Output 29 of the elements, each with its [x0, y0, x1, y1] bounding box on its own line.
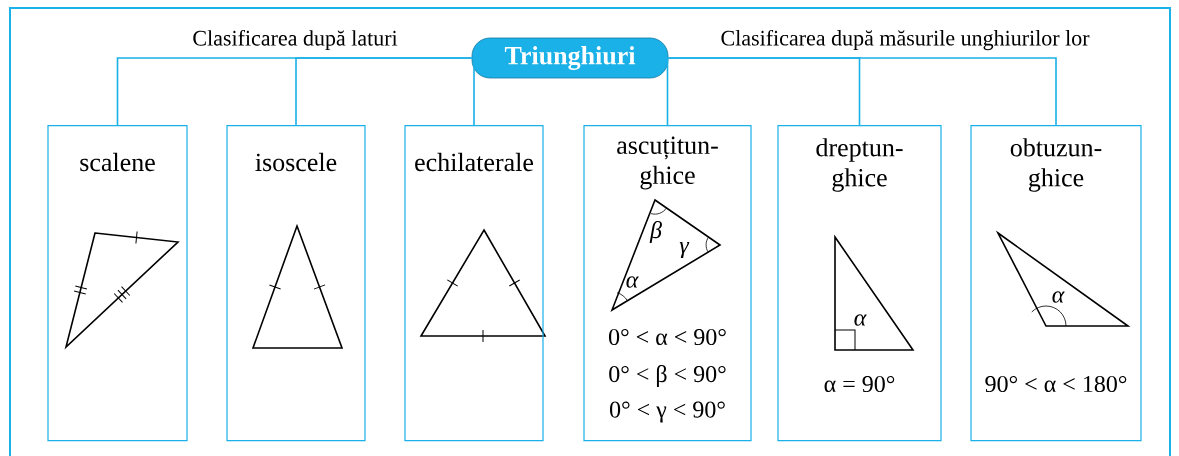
box-title: scalene: [80, 152, 155, 172]
category-box: [226, 125, 366, 442]
connector-line: [667, 57, 1057, 126]
heading-label: Clasificarea după laturi: [193, 29, 398, 51]
angle-condition: 0° < β < 90°: [609, 365, 726, 387]
connector-line: [470, 57, 475, 126]
heading-label: Clasificarea după măsurile unghiurilor lor: [721, 29, 1090, 51]
category-box: [404, 125, 544, 442]
angle-condition: 0° < γ < 90°: [610, 401, 725, 423]
angle-condition: α = 90°: [824, 375, 895, 393]
box-title: echilaterale: [415, 152, 534, 172]
angle-label: γ: [679, 241, 690, 259]
angle-condition: 0° < α < 90°: [609, 328, 726, 346]
angle-label: α: [1052, 291, 1065, 303]
category-box: [47, 125, 188, 442]
category-box: [583, 125, 752, 442]
category-box: [777, 125, 942, 442]
box-title: dreptun-ghice: [816, 138, 903, 192]
category-box: [970, 125, 1142, 442]
angle-label: α: [626, 276, 639, 288]
angle-condition: 90° < α < 180°: [985, 375, 1127, 393]
connector-line: [666, 57, 670, 126]
title-pill: Triunghiuri: [471, 37, 669, 79]
connector-line: [295, 57, 473, 126]
box-title: ascuțitun-ghice: [617, 136, 718, 190]
angle-label: β: [649, 221, 662, 243]
box-title: obtuzun-ghice: [1010, 138, 1102, 192]
box-title: isoscele: [255, 152, 337, 172]
angle-label: α: [854, 314, 867, 326]
